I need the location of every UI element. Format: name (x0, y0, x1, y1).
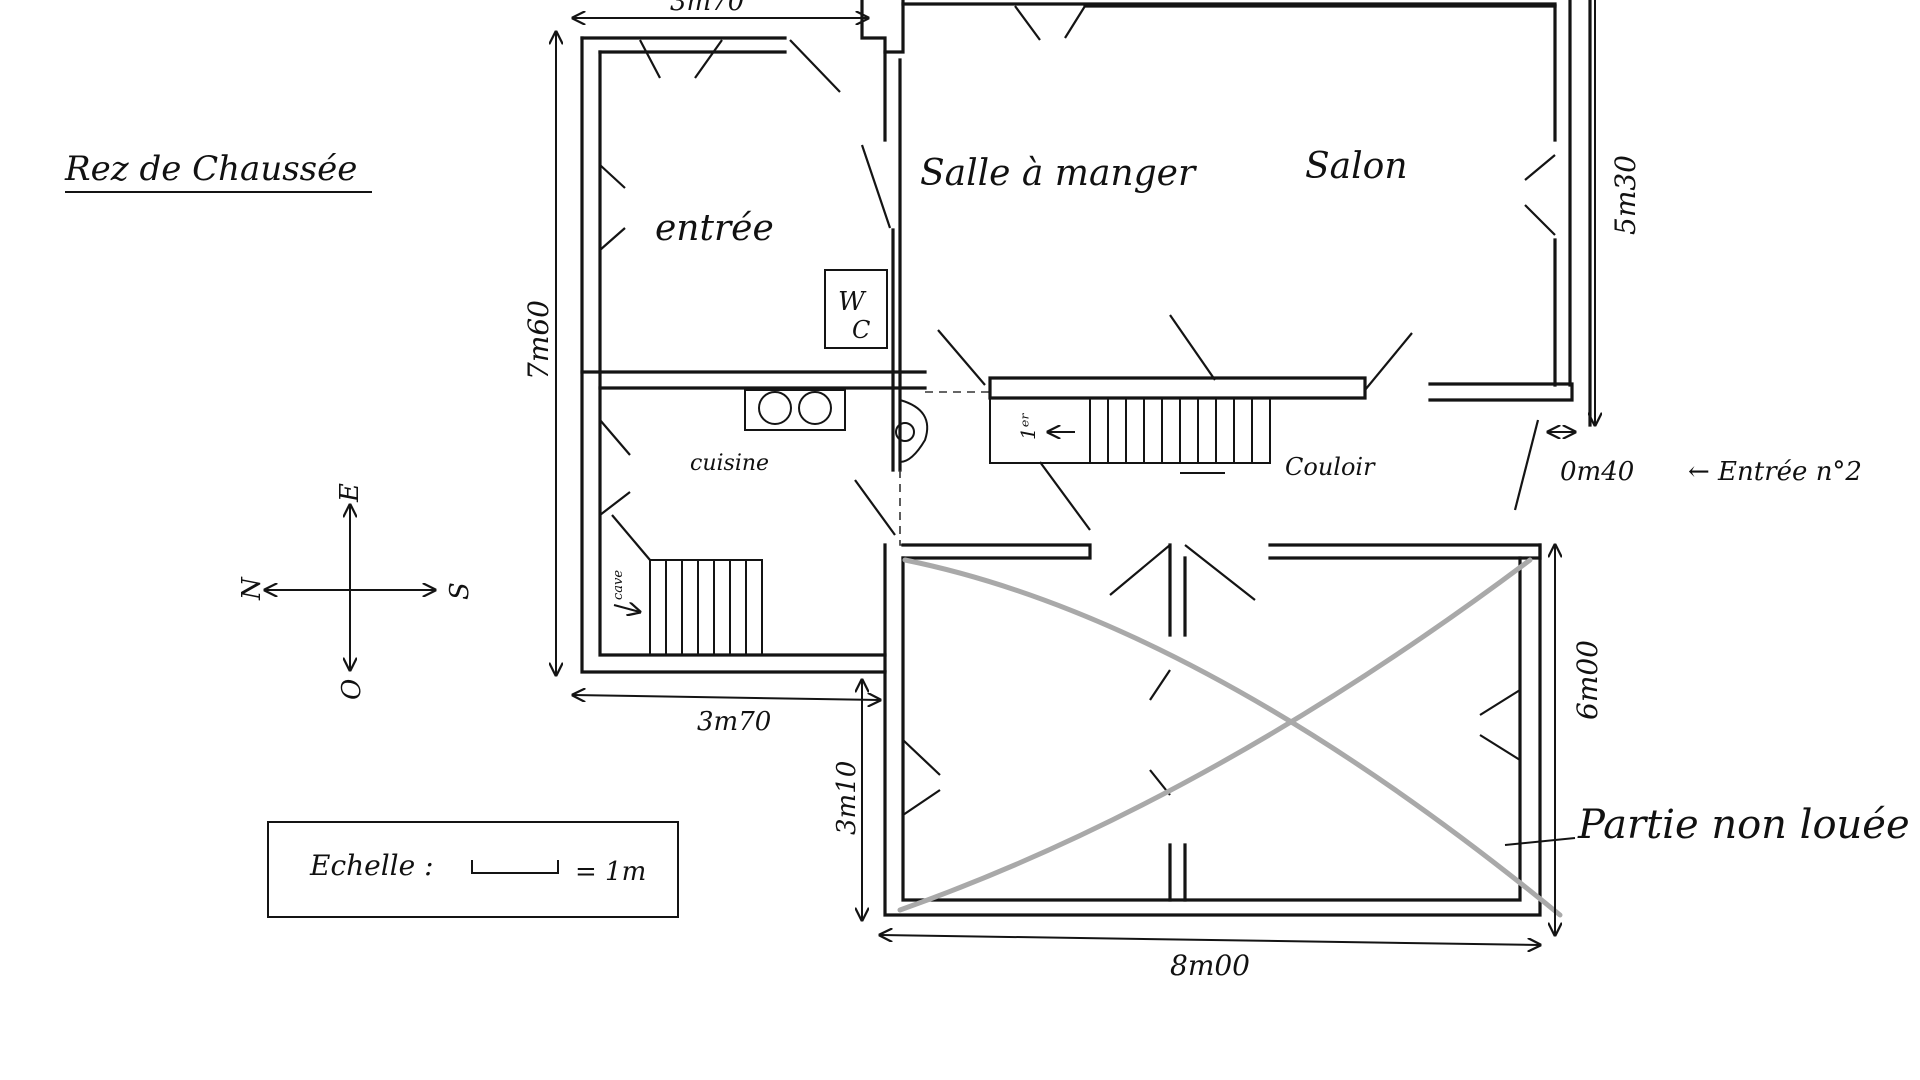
door-salle-couloir-b (1169, 314, 1216, 381)
staircase-cave (649, 559, 763, 656)
cross-out-b (897, 557, 1533, 913)
dim-annex-width-line (880, 935, 1540, 945)
label-entree-2: ← Entrée n°2 (1688, 457, 1862, 487)
label-cuisine: cuisine (690, 451, 769, 476)
annex-door-top (1109, 544, 1256, 601)
wall-left-inner (598, 50, 887, 657)
wc-label-w: W (838, 287, 867, 317)
label-partie-non-louee: Partie non louée (1577, 802, 1910, 848)
annex-door-mid (1149, 669, 1171, 796)
staircase-steps (1089, 398, 1253, 463)
window-entree-left (599, 164, 626, 251)
scale-value: = 1m (575, 857, 646, 887)
plan-title: Rez de Chaussée (64, 149, 357, 189)
compass (265, 505, 435, 670)
cave-arrow (613, 605, 640, 612)
wall-nook (860, 0, 905, 54)
dim-bottom-left-line (573, 695, 880, 700)
compass-west-label: N (237, 576, 267, 601)
door-salle-couloir (937, 329, 986, 386)
door-salon-couloir (1364, 332, 1413, 391)
pointer-partie-non-louee (1504, 837, 1576, 846)
dim-annex-width: 8m00 (1170, 949, 1250, 982)
dim-right-height: 5m30 (1609, 155, 1642, 235)
door-top (1014, 5, 1086, 41)
annex-top-wall-right (1268, 543, 1542, 560)
cross-out-a (902, 557, 1563, 918)
scale-bar (471, 860, 559, 874)
annex-outer (883, 543, 1542, 917)
wc-label-c: C (852, 316, 870, 344)
dim-annex-height: 3m10 (832, 761, 862, 835)
compass-east-label: S (445, 582, 475, 600)
window-right (1524, 154, 1556, 236)
sink-bowl-a (758, 391, 792, 425)
cave-label: cave (611, 570, 626, 600)
stair-label: 1ᵉʳ (1016, 413, 1040, 440)
annex-window-left (902, 739, 941, 816)
door-entree-salle (860, 144, 892, 229)
sink-bowl-b (798, 391, 832, 425)
label-salon: Salon (1305, 146, 1408, 187)
door-entree-top-b (789, 39, 841, 93)
dim-bottom-left-width: 3m70 (697, 707, 771, 737)
scale-label: Echelle : (309, 849, 434, 882)
wc-box (824, 269, 888, 349)
door-cave (611, 514, 651, 561)
stove (899, 399, 929, 463)
sink (744, 389, 846, 431)
staircase-main (989, 397, 1271, 464)
dim-annex-right-height: 6m00 (1571, 640, 1604, 720)
annex-top-wall-left (901, 543, 1092, 560)
wall-left-outer (580, 36, 887, 674)
annex-window-right (1479, 689, 1521, 761)
label-couloir: Couloir (1285, 453, 1376, 481)
compass-north-label: E (335, 483, 365, 503)
annex-partition-bottom (1168, 843, 1187, 902)
door-entree-top-a (639, 39, 723, 79)
door-cuisine-left (599, 419, 631, 516)
dashed-line-b (899, 470, 1085, 546)
label-salle-a-manger: Salle à manger (920, 153, 1197, 194)
wall-salon-bottom-b (1428, 382, 1574, 402)
annex-partition-top (1168, 543, 1187, 637)
stove-burner (895, 422, 915, 442)
wall-salon-bottom-a (988, 376, 1367, 400)
door-cuisine-couloir (854, 479, 896, 536)
scale-box (267, 821, 679, 918)
cave-steps (665, 560, 747, 655)
annex-inner (901, 556, 1522, 902)
label-entree: entrée (655, 208, 774, 249)
door-couloir-a (1039, 461, 1091, 531)
dim-entree2-width: 0m40 (1560, 457, 1634, 487)
dim-left-height: 7m60 (522, 300, 555, 380)
door-entree2 (1513, 419, 1540, 511)
dim-top-width: 3m70 (670, 0, 744, 17)
compass-south-label: O (337, 679, 367, 700)
